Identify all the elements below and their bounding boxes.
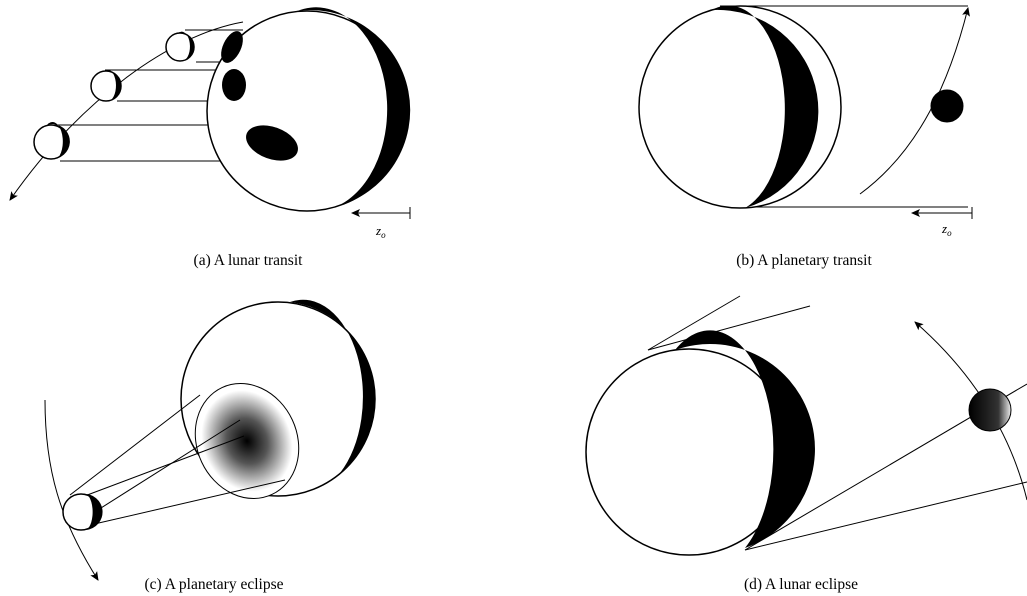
moon-shadow-1 <box>221 31 243 63</box>
caption-b: (b) A planetary transit <box>736 252 872 269</box>
planet-a <box>206 7 411 212</box>
planet-d <box>585 330 815 556</box>
planet-b <box>638 5 842 209</box>
planet-night-side <box>297 7 411 207</box>
caption-a: (a) A lunar transit <box>194 252 304 269</box>
panel-a: zo (a) A lunar transit <box>9 7 411 269</box>
transiting-body <box>930 89 964 123</box>
planet-orbit-arrow <box>859 7 970 195</box>
shadow-cone-lines <box>69 394 286 526</box>
planet-night-side <box>712 5 819 209</box>
eclipse-shadow-gradient <box>201 390 293 492</box>
moon-orbit-arrow <box>44 399 99 581</box>
panel-d: (d) A lunar eclipse <box>585 295 1027 593</box>
moon-shadow-3 <box>246 125 298 161</box>
moon-a-1 <box>165 31 195 62</box>
transit-shadows <box>221 31 298 161</box>
eclipsed-moon <box>968 388 1012 432</box>
caption-c: (c) A planetary eclipse <box>144 576 283 593</box>
panel-c: (c) A planetary eclipse <box>44 299 376 593</box>
planet-night-side <box>290 299 376 473</box>
z-axis-marker-a: zo <box>351 207 411 240</box>
moon-shadow-2 <box>222 69 246 101</box>
moon-a-2 <box>90 69 122 102</box>
z-axis-label: zo <box>375 223 386 240</box>
z-axis-marker-b: zo <box>911 207 973 238</box>
moon-orbit-arrow <box>9 21 244 201</box>
moon-a-3 <box>33 122 70 160</box>
moon-c <box>62 493 103 531</box>
caption-d: (d) A lunar eclipse <box>744 576 858 593</box>
panel-b: zo (b) A planetary transit <box>638 5 973 269</box>
z-axis-label: zo <box>941 221 952 238</box>
planet-night-side <box>675 330 815 548</box>
